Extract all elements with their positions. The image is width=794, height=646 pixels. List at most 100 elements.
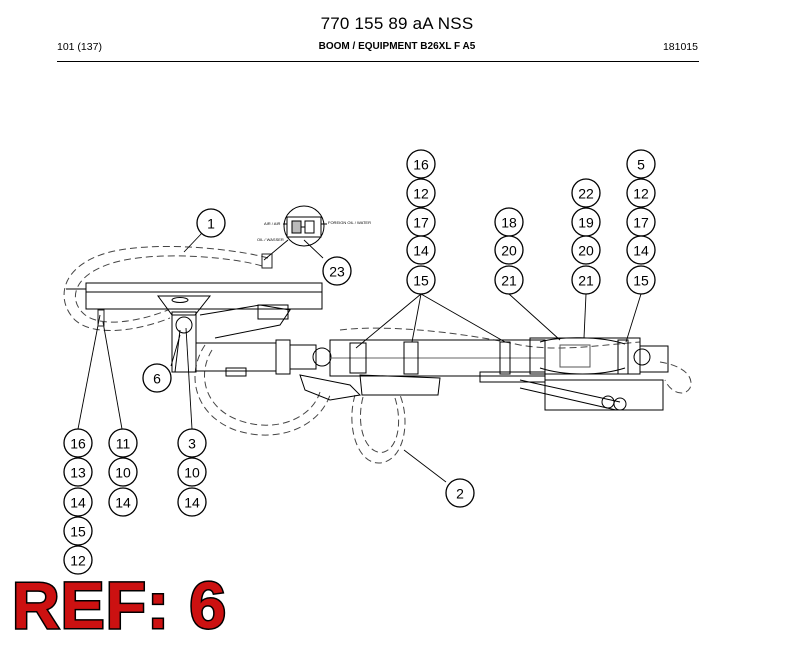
callout-20b: 20 <box>571 235 601 265</box>
callout-number: 15 <box>70 524 86 540</box>
detail-label-air: AIR / AIR <box>264 221 281 226</box>
callout-21b: 21 <box>571 265 601 295</box>
callout-circle <box>571 178 601 208</box>
callout-number: 10 <box>184 465 200 481</box>
callout-circle <box>406 178 436 208</box>
ref-label: REF: 6 <box>10 568 228 642</box>
callout-16a: 16 <box>406 149 436 179</box>
detail-label-foreign: FOREIGN OIL / WATER <box>328 220 371 225</box>
callout-circle <box>445 478 475 508</box>
callout-circle <box>406 149 436 179</box>
arm-bracket <box>157 295 212 316</box>
callout-number: 23 <box>329 264 345 280</box>
callout-number: 12 <box>70 553 86 569</box>
leader-lines <box>77 231 642 483</box>
callout-21a: 21 <box>494 265 524 295</box>
detail-inset-23 <box>283 205 327 247</box>
callout-number: 14 <box>70 495 86 511</box>
callout-circle <box>571 265 601 295</box>
callout-14c: 14 <box>63 487 93 517</box>
callout-2: 2 <box>445 478 475 508</box>
callout-16b: 16 <box>63 428 93 458</box>
detail-labels: AIR / AIR OIL / WASSER FOREIGN OIL / WAT… <box>257 220 371 242</box>
callout-circle <box>626 149 656 179</box>
callout-circle <box>63 545 93 575</box>
callout-circle <box>177 487 207 517</box>
callout-15a: 15 <box>406 265 436 295</box>
callout-number: 5 <box>637 157 645 173</box>
callout-22: 22 <box>571 178 601 208</box>
callout-17b: 17 <box>626 207 656 237</box>
callout-number: 15 <box>413 273 429 289</box>
callout-circle <box>406 265 436 295</box>
callout-circle <box>63 428 93 458</box>
arm-frame <box>85 282 323 310</box>
hose-upper-loop <box>63 245 269 331</box>
detail-label-oil: OIL / WASSER <box>257 237 284 242</box>
callout-circle <box>494 235 524 265</box>
callout-12a: 12 <box>406 178 436 208</box>
callout-14b: 14 <box>626 235 656 265</box>
callout-1: 1 <box>196 208 226 238</box>
callout-number: 12 <box>413 186 429 202</box>
callout-circle <box>63 516 93 546</box>
callout-number: 20 <box>578 243 594 259</box>
callout-number: 14 <box>184 495 200 511</box>
callout-circle <box>108 428 138 458</box>
callout-number: 16 <box>413 157 429 173</box>
main-cylinder <box>195 342 277 372</box>
callout-15c: 15 <box>63 516 93 546</box>
page-number: 101 (137) <box>57 41 102 53</box>
document-number: 770 155 89 aA NSS <box>320 14 474 33</box>
callout-number: 17 <box>413 215 429 231</box>
hose-end-fitting <box>261 253 273 269</box>
section-title: BOOM / EQUIPMENT B26XL F A5 <box>318 41 476 52</box>
callout-number: 15 <box>633 273 649 289</box>
callout-circle <box>108 457 138 487</box>
hose-lower-loop <box>194 327 692 464</box>
lower-cradle <box>544 379 664 411</box>
callout-12b: 12 <box>626 178 656 208</box>
callout-number: 14 <box>633 243 649 259</box>
callout-circle <box>626 178 656 208</box>
callout-14e: 14 <box>177 487 207 517</box>
callout-circle <box>196 208 226 238</box>
callout-layer: 1612171415182021221920215121714151236161… <box>63 149 656 575</box>
callout-number: 3 <box>188 436 196 452</box>
callout-circle <box>626 265 656 295</box>
callout-19: 19 <box>571 207 601 237</box>
callout-number: 11 <box>116 436 131 452</box>
callout-circle <box>406 235 436 265</box>
callout-number: 21 <box>501 273 517 289</box>
callout-circle <box>571 235 601 265</box>
callout-number: 1 <box>207 216 215 232</box>
callout-number: 14 <box>115 495 131 511</box>
callout-13: 13 <box>63 457 93 487</box>
callout-circle <box>142 363 172 393</box>
callout-17a: 17 <box>406 207 436 237</box>
callout-circle <box>63 487 93 517</box>
callout-3: 3 <box>177 428 207 458</box>
callout-number: 12 <box>633 186 649 202</box>
callout-number: 2 <box>456 486 464 502</box>
callout-circle <box>322 256 352 286</box>
callout-14d: 14 <box>108 487 138 517</box>
callout-number: 14 <box>413 243 429 259</box>
callout-number: 20 <box>501 243 517 259</box>
callout-number: 22 <box>578 186 594 202</box>
callout-23: 23 <box>322 256 352 286</box>
callout-number: 6 <box>153 371 161 387</box>
callout-11: 11 <box>108 428 138 458</box>
callout-number: 18 <box>501 215 517 231</box>
callout-14a: 14 <box>406 235 436 265</box>
callout-circle <box>63 457 93 487</box>
callout-20a: 20 <box>494 235 524 265</box>
callout-number: 19 <box>578 215 594 231</box>
callout-circle <box>177 457 207 487</box>
callout-10a: 10 <box>108 457 138 487</box>
callout-number: 16 <box>70 436 86 452</box>
callout-6: 6 <box>142 363 172 393</box>
callout-10b: 10 <box>177 457 207 487</box>
callout-5: 5 <box>626 149 656 179</box>
